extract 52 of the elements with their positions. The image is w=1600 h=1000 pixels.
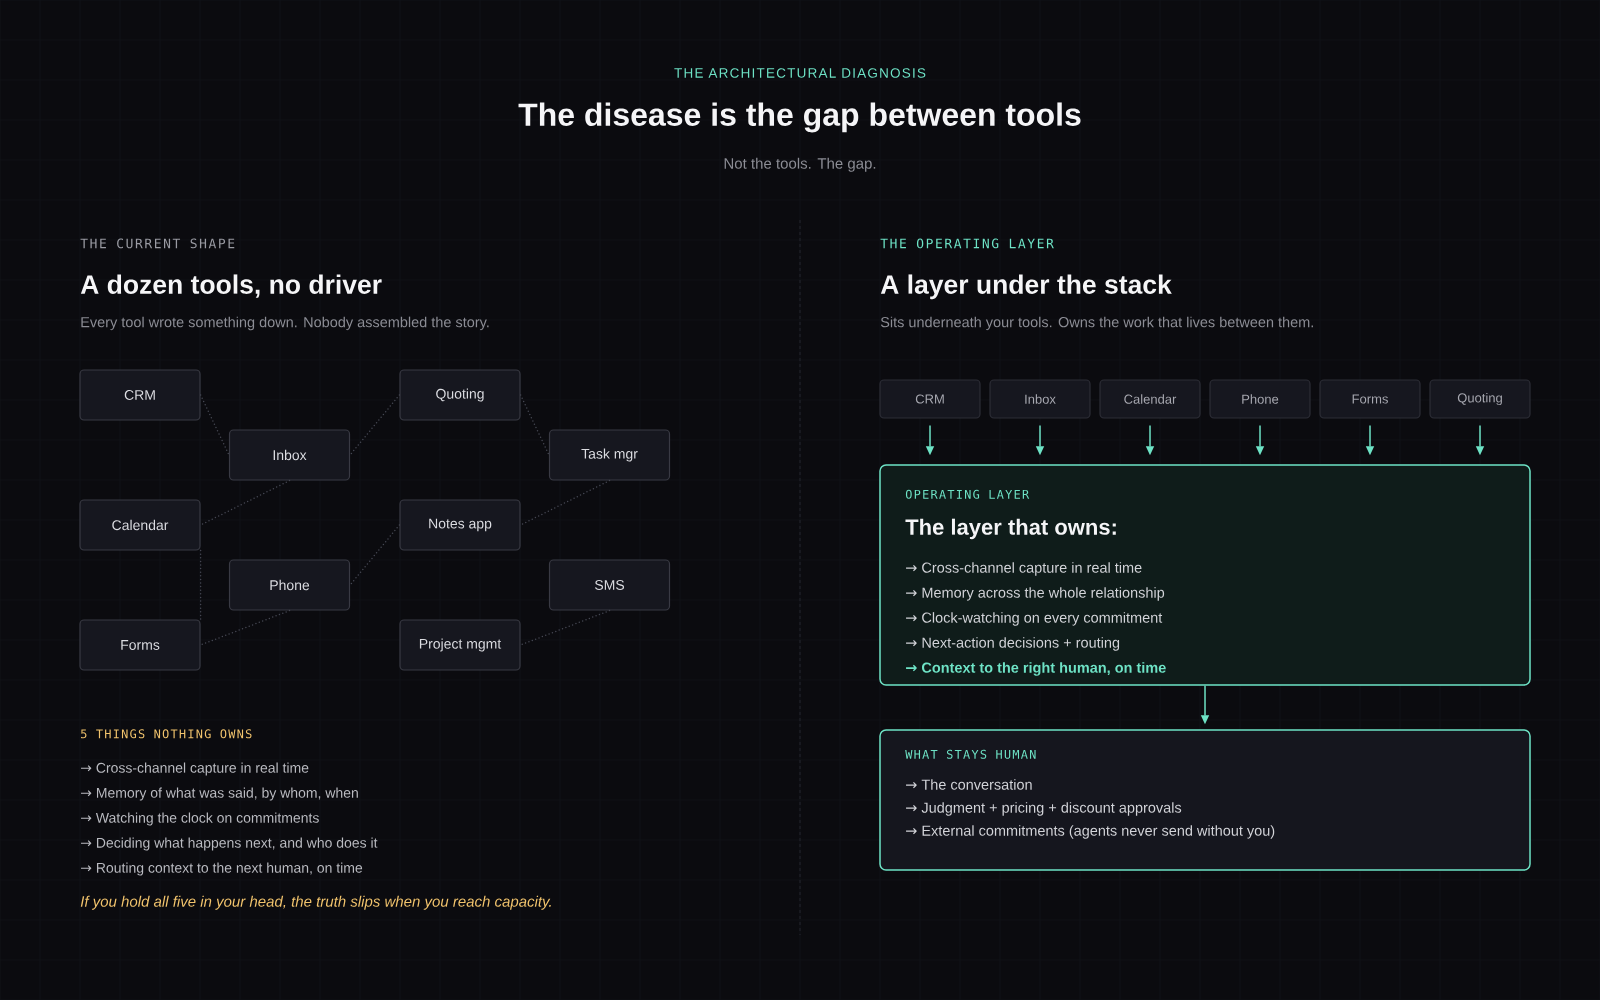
kicker-text: THE ARCHITECTURAL DIAGNOSIS xyxy=(674,68,926,78)
tool-box: Task mgr xyxy=(548,429,671,481)
panel-list-item: → Cross-channel capture in real time xyxy=(906,562,1142,576)
subtitle: Not the tools. The gap. xyxy=(724,157,876,172)
tool-box: Inbox xyxy=(989,379,1091,419)
tool-box: Calendar xyxy=(1099,379,1201,419)
tool-box: Forms xyxy=(79,619,201,671)
list-heading: 5 THINGS NOTHING OWNS xyxy=(81,729,252,739)
dotted-line xyxy=(199,549,202,621)
panel-list-item: → Context to the right human, on time xyxy=(906,662,1166,676)
tool-box: Inbox xyxy=(228,429,351,481)
section-heading: A dozen tools, no driver xyxy=(80,274,382,298)
dotted-line xyxy=(199,609,291,646)
list-item: → Memory of what was said, by whom, when xyxy=(81,787,358,801)
dotted-line xyxy=(519,394,550,456)
list-item: → Deciding what happens next, and who does it xyxy=(81,837,378,851)
dotted-line xyxy=(349,394,401,456)
panel-list-item: → Clock-watching on every commitment xyxy=(906,612,1163,626)
dotted-line xyxy=(199,479,291,526)
list-item: → Watching the clock on commitments xyxy=(81,812,319,826)
panel-label: OPERATING LAYER xyxy=(905,489,1030,499)
section-subtitle: Every tool wrote something down. Nobody assembled the story. xyxy=(81,316,489,331)
panel-heading: The layer that owns: xyxy=(905,518,1116,540)
panel-list-item: → The conversation xyxy=(906,779,1032,790)
tool-box: Quoting xyxy=(399,369,521,421)
section-subtitle: Sits underneath your tools. Owns the work that lives between them. xyxy=(880,316,1313,331)
tool-box: CRM xyxy=(79,369,201,421)
panel-list-item: → Judgment + pricing + discount approvals xyxy=(906,802,1182,816)
panel-list-item: → Memory across the whole relationship xyxy=(906,587,1165,601)
panel-list-item: → Next-action decisions + routing xyxy=(906,637,1120,651)
tool-box: Forms xyxy=(1319,379,1421,419)
tool-box: Phone xyxy=(228,559,351,611)
list-item: → Cross-channel capture in real time xyxy=(81,762,309,776)
dotted-line xyxy=(199,394,230,456)
dotted-line xyxy=(519,609,611,646)
dotted-line xyxy=(349,524,401,586)
tool-box: Quoting xyxy=(1429,379,1531,419)
panel-list-item: → External commitments (agents never send without you) xyxy=(906,825,1275,839)
tool-box: Phone xyxy=(1209,379,1311,419)
panel-label: WHAT STAYS HUMAN xyxy=(905,749,1036,759)
title: The disease is the gap between tools xyxy=(518,102,1081,133)
dotted-line xyxy=(519,479,611,526)
section-label: THE CURRENT SHAPE xyxy=(80,238,235,249)
section-heading: A layer under the stack xyxy=(880,274,1172,300)
note-text: If you hold all five in your head, the truth slips when you reach capacity. xyxy=(80,895,551,910)
tool-box: Notes app xyxy=(399,499,521,551)
tool-box: SMS xyxy=(548,559,671,611)
list-item: → Routing context to the next human, on time xyxy=(81,862,363,876)
section-label: THE OPERATING LAYER xyxy=(880,238,1054,249)
tool-box: CRM xyxy=(879,379,981,419)
tool-box: Calendar xyxy=(79,499,201,551)
tool-box: Project mgmt xyxy=(399,619,521,671)
